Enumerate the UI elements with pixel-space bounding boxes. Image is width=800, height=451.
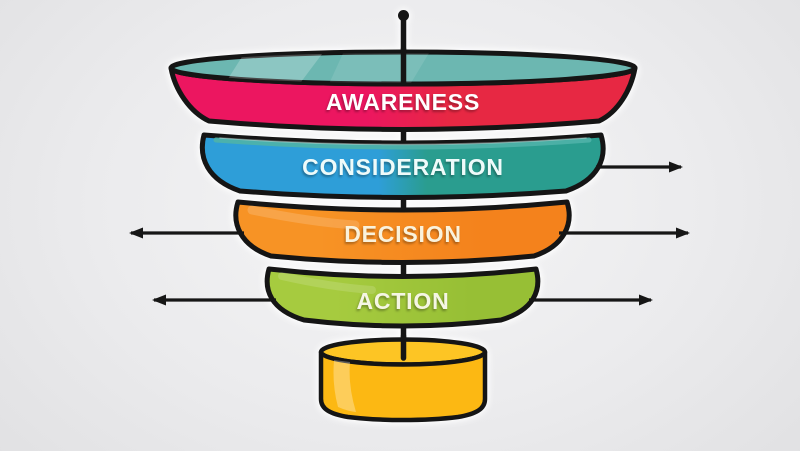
tier-label-decision: DECISION xyxy=(344,221,462,247)
bucket-body xyxy=(318,349,488,423)
drop-off-arrows xyxy=(129,161,690,306)
tier-decision-gloss xyxy=(247,205,360,230)
bucket-gloss xyxy=(333,360,356,412)
rod-top-knob xyxy=(398,10,409,21)
tier-action-gloss xyxy=(278,272,376,294)
tier-label-action: ACTION xyxy=(357,288,450,314)
tier-label-consideration: CONSIDERATION xyxy=(302,154,504,180)
tier-band-action xyxy=(264,266,541,329)
tier-band-decision xyxy=(233,199,572,265)
tier-consideration-lip-shine xyxy=(219,137,587,146)
funnel-group xyxy=(168,10,638,423)
tier-consideration-inner-lip xyxy=(213,137,592,150)
tier-label-awareness: AWARENESS xyxy=(326,89,480,115)
tier-band-consideration xyxy=(199,132,606,200)
